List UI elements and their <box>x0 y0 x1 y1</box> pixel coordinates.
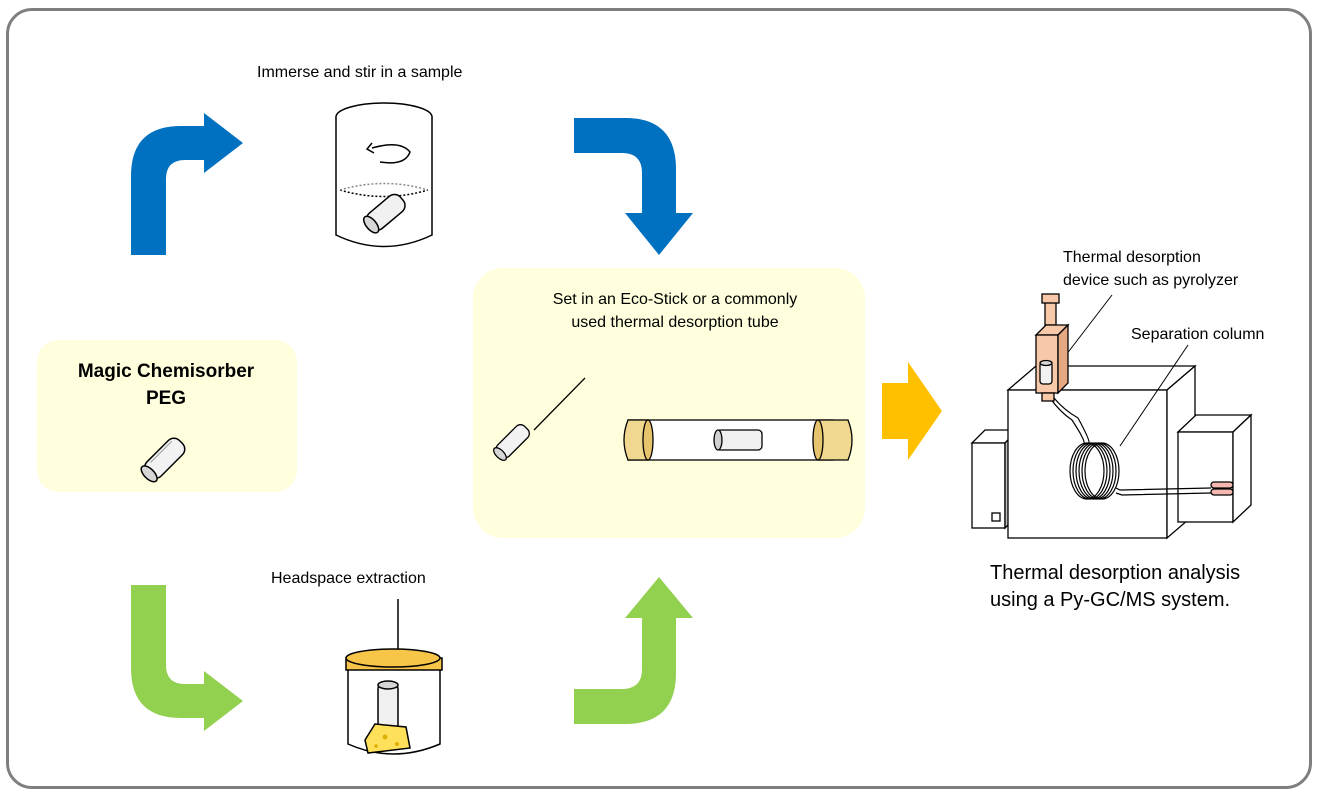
eco-stick-needle-icon <box>493 377 586 461</box>
orange-arrow-right <box>882 362 942 460</box>
set-tube-label-line2: used thermal desorption tube <box>571 314 779 331</box>
magic-label-line2: PEG <box>145 388 187 409</box>
green-arrow-right-up <box>574 577 693 724</box>
beaker-icon <box>335 102 433 248</box>
jar-icon <box>345 599 443 755</box>
magic-chemisorber-panel <box>37 340 297 492</box>
magic-label-line1: Magic Chemisorber <box>77 361 255 382</box>
separation-column-label: Separation column <box>1131 326 1265 343</box>
blue-arrow-up-right <box>131 113 243 255</box>
tube-setting-panel <box>473 268 865 538</box>
set-tube-label-line1: Set in an Eco-Stick or a commonly <box>552 291 798 308</box>
green-arrow-down-right <box>131 585 243 731</box>
gc-ms-instrument-icon <box>970 293 1253 540</box>
td-device-line1: Thermal desorption <box>1063 249 1201 266</box>
headspace-label: Headspace extraction <box>271 570 426 587</box>
blue-arrow-right-down <box>574 118 693 255</box>
set-tube-label: Set in an Eco-Stick or a commonly used t… <box>495 288 855 334</box>
td-device-label: Thermal desorption device such as pyroly… <box>1063 246 1323 292</box>
analysis-label: Thermal desorption analysis using a Py-G… <box>990 560 1290 614</box>
analysis-line2: using a Py-GC/MS system. <box>990 589 1231 611</box>
diagram-frame <box>6 8 1312 789</box>
immerse-label: Immerse and stir in a sample <box>257 64 463 81</box>
magic-chemisorber-label: Magic Chemisorber PEG <box>37 358 295 412</box>
desorption-tube-icon <box>623 419 853 461</box>
cheese-icon <box>364 723 411 754</box>
sorbent-tube-icon <box>140 437 186 483</box>
td-device-line2: device such as pyrolyzer <box>1063 272 1239 289</box>
analysis-line1: Thermal desorption analysis <box>990 562 1241 584</box>
